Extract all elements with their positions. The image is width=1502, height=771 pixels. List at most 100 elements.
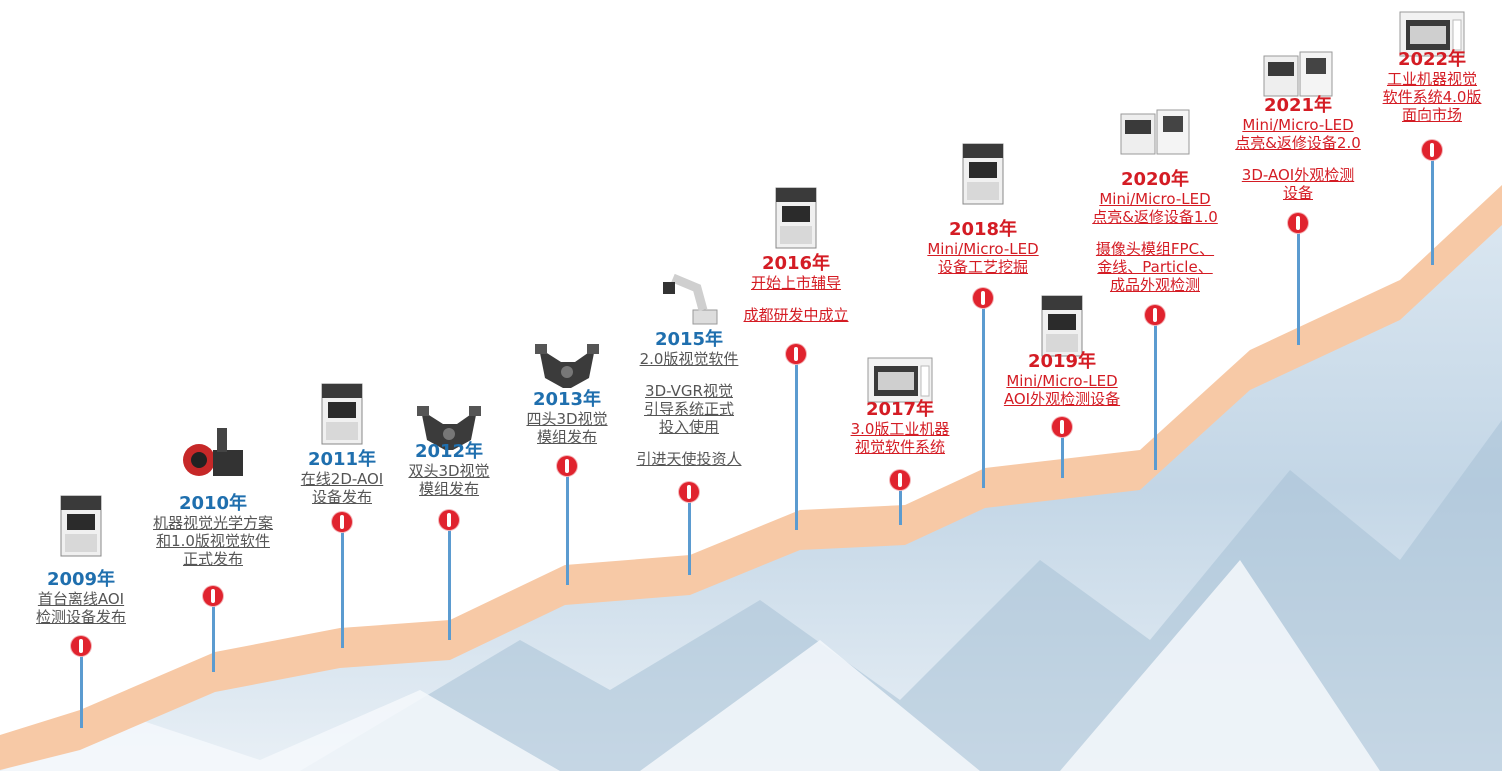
software-window-icon (864, 346, 936, 420)
spacer (1092, 226, 1218, 240)
milestone-card: 2010年机器视觉光学方案和1.0版视觉软件正式发布 (153, 493, 273, 569)
timeline-stem (1297, 223, 1300, 345)
milestone-year: 2009年 (46, 569, 116, 590)
spacer (743, 292, 848, 306)
milestone-text: 3D-AOI外观检测 (1241, 166, 1355, 184)
milestone-text: Mini/Micro-LED (1242, 116, 1354, 134)
milestone-year: 2022年 (1397, 49, 1467, 70)
timeline-stem (80, 646, 83, 728)
timeline-stem (566, 466, 569, 585)
mountain-highlight (0, 560, 1380, 771)
milestone-text: 模组发布 (418, 480, 480, 498)
milestone-year: 2017年 (865, 399, 935, 420)
timeline-stem (688, 492, 691, 575)
led-aoi-machine-icon (1026, 290, 1098, 364)
timeline-stem (982, 298, 985, 488)
milestone-text: Mini/Micro-LED (927, 240, 1039, 258)
milestone-text: 引导系统正式 (643, 400, 735, 418)
timeline-stem (341, 522, 344, 648)
timeline-stem (1061, 427, 1064, 478)
milestone-text: 3.0版工业机器 (850, 420, 950, 438)
repair-equipment-v2-icon (1262, 38, 1334, 112)
milestone-card: 2013年四头3D视觉模组发布 (526, 389, 607, 447)
milestone-text: 首台离线AOI (37, 590, 125, 608)
timeline-stem (448, 520, 451, 640)
milestone-text: 双头3D视觉 (408, 462, 490, 480)
milestone-year: 2016年 (761, 253, 831, 274)
milestone-text: 摄像头模组FPC、 (1095, 240, 1215, 258)
milestone-text: 视觉软件系统 (854, 438, 946, 456)
inspection-cabinet-icon (760, 182, 832, 256)
timeline-stem (899, 480, 902, 525)
milestone-text: 模组发布 (536, 428, 598, 446)
timeline-stem (1154, 315, 1157, 470)
milestone-text: 点亮&返修设备1.0 (1092, 208, 1218, 226)
milestone-year: 2018年 (948, 219, 1018, 240)
milestone-year: 2021年 (1263, 95, 1333, 116)
milestone-pin[interactable] (1422, 140, 1442, 160)
milestone-text: 3D-VGR视觉 (645, 382, 733, 400)
milestone-year: 2019年 (1027, 351, 1097, 372)
spacer (1235, 152, 1361, 166)
milestone-year: 2015年 (654, 329, 724, 350)
milestone-text: AOI外观检测设备 (1003, 390, 1121, 408)
quad-head-module-icon (531, 328, 603, 402)
milestone-year: 2020年 (1120, 169, 1190, 190)
led-process-machine-icon (947, 138, 1019, 212)
milestone-text: 2.0版视觉软件 (639, 350, 739, 368)
milestone-pin[interactable] (890, 470, 910, 490)
milestone-pin[interactable] (786, 344, 806, 364)
milestone-pin[interactable] (679, 482, 699, 502)
milestone-card: 2016年开始上市辅导成都研发中成立 (743, 253, 848, 325)
dual-head-module-icon (413, 390, 485, 464)
milestone-year: 2010年 (178, 493, 248, 514)
milestone-pin[interactable] (973, 288, 993, 308)
milestone-text: 成品外观检测 (1109, 276, 1200, 294)
milestone-pin[interactable] (332, 512, 352, 532)
growth-band (0, 185, 1502, 770)
milestone-card: 2022年工业机器视觉软件系统4.0版面向市场 (1382, 49, 1482, 125)
offline-aoi-machine-icon (45, 490, 117, 564)
milestone-text: 正式发布 (182, 550, 244, 568)
milestone-pin[interactable] (557, 456, 577, 476)
milestone-pin[interactable] (1052, 417, 1072, 437)
milestone-text: 软件系统4.0版 (1382, 88, 1482, 106)
milestone-pin[interactable] (1145, 305, 1165, 325)
milestone-pin[interactable] (1288, 213, 1308, 233)
spacer (636, 436, 741, 450)
milestone-text: 投入使用 (658, 418, 720, 436)
milestone-pin[interactable] (203, 586, 223, 606)
milestone-text: 在线2D-AOI (300, 470, 384, 488)
milestone-text: 工业机器视觉 (1386, 70, 1478, 88)
milestone-text: 点亮&返修设备2.0 (1235, 134, 1361, 152)
milestone-pin[interactable] (439, 510, 459, 530)
milestone-year: 2011年 (307, 449, 377, 470)
milestone-text: 和1.0版视觉软件 (156, 532, 270, 550)
milestone-card: 2012年双头3D视觉模组发布 (408, 441, 490, 499)
milestone-pin[interactable] (71, 636, 91, 656)
repair-equipment-icon (1119, 96, 1191, 170)
milestone-text: 开始上市辅导 (750, 274, 842, 292)
milestone-text: Mini/Micro-LED (1006, 372, 1118, 390)
timeline-stem (1431, 150, 1434, 265)
milestone-year: 2012年 (414, 441, 484, 462)
milestone-text: 设备 (1282, 184, 1313, 202)
timeline-stem (212, 596, 215, 672)
spacer (636, 368, 741, 382)
robot-arm-icon (653, 258, 725, 332)
optical-lens-icon (177, 420, 249, 494)
milestone-text: 金线、Particle、 (1097, 258, 1213, 276)
milestone-text: 面向市场 (1401, 106, 1463, 124)
milestone-year: 2013年 (532, 389, 602, 410)
milestone-text: 检测设备发布 (35, 608, 127, 626)
